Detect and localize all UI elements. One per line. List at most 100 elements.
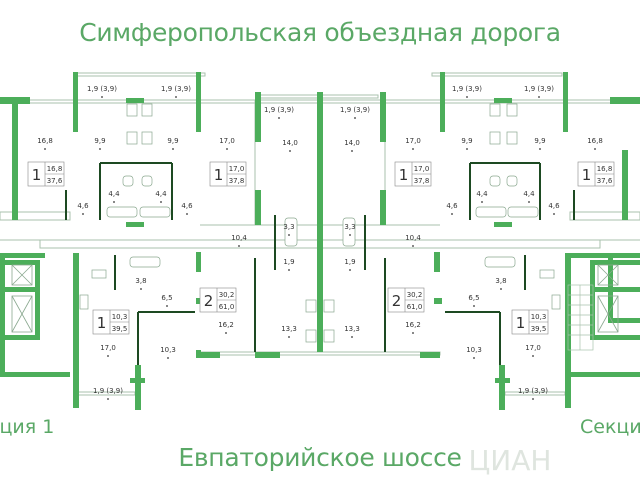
apartment-living-area: 16,8 (47, 165, 63, 173)
room-center-dot (44, 148, 46, 150)
room-center-dot (466, 148, 468, 150)
room-area-t-bal-3: 1,9 (3,9) (264, 106, 294, 114)
apartment-rooms: 1 (97, 314, 107, 332)
room-area-t-hall-c: 4,6 (446, 202, 458, 210)
room-area-b-room-e: 10,3 (466, 346, 482, 354)
room-center-dot (473, 305, 475, 307)
apartment-rooms: 1 (32, 166, 42, 184)
section-label-left: кция 1 (0, 416, 55, 438)
apartment-total-area: 61,0 (407, 303, 423, 311)
apartment-total-area: 39,5 (531, 325, 547, 333)
room-area-t-bath-d: 4,4 (523, 190, 535, 198)
room-center-dot (166, 305, 168, 307)
apartment-total-area: 37,8 (414, 177, 430, 185)
room-center-dot (107, 355, 109, 357)
room-area-t-hall-b: 4,6 (181, 202, 193, 210)
room-area-b-kit-c: 13,3 (281, 325, 297, 333)
room-center-dot (412, 245, 414, 247)
room-area-t-room-b: 17,0 (219, 137, 235, 145)
room-center-dot (288, 269, 290, 271)
apartment-badge[interactable]: 2 30,2 61,0 (387, 287, 425, 313)
apartment-rooms: 2 (392, 292, 402, 310)
room-center-dot (160, 201, 162, 203)
road-label-top: Симферопольская объездная дорога (79, 18, 561, 47)
room-center-dot (107, 398, 109, 400)
room-area-b-room-d: 16,2 (405, 321, 421, 329)
room-center-dot (528, 201, 530, 203)
apartment-total-area: 37,6 (597, 177, 613, 185)
room-area-c-bath-a: 3,3 (283, 223, 294, 231)
room-area-t-bath-b: 4,4 (155, 190, 167, 198)
apartment-badge[interactable]: 1 16,8 37,6 (27, 161, 65, 187)
apartment-living-area: 17,0 (229, 165, 245, 173)
room-center-dot (532, 398, 534, 400)
room-center-dot (481, 201, 483, 203)
road-label-bottom: Евпаторийское шоссе (178, 443, 462, 472)
room-center-dot (553, 213, 555, 215)
room-center-dot (351, 336, 353, 338)
apartment-rooms: 1 (516, 314, 526, 332)
room-area-b-bal-a: 1,9 (3,9) (93, 387, 123, 395)
room-center-dot (532, 355, 534, 357)
room-center-dot (288, 336, 290, 338)
room-area-t-bath-c: 4,4 (476, 190, 488, 198)
apartment-badge[interactable]: 1 10,3 39,5 (92, 309, 130, 335)
section-label-right: Секци (580, 416, 640, 438)
room-center-dot (466, 96, 468, 98)
room-center-dot (278, 117, 280, 119)
room-area-b-hall-b: 6,5 (468, 294, 479, 302)
room-center-dot (175, 96, 177, 98)
room-center-dot (412, 148, 414, 150)
room-area-b-bath-b: 3,8 (495, 277, 506, 285)
room-area-b-room-f: 17,0 (525, 344, 541, 352)
room-area-t-kit-a: 9,9 (94, 137, 105, 145)
apartment-living-area: 30,2 (219, 291, 235, 299)
apartment-total-area: 39,5 (112, 325, 128, 333)
room-center-dot (167, 357, 169, 359)
room-center-dot (172, 148, 174, 150)
staircase (567, 284, 594, 351)
room-area-t-kit-d: 9,9 (534, 137, 545, 145)
room-area-t-bath-a: 4,4 (108, 190, 120, 198)
room-area-c-bath-b: 3,3 (344, 223, 355, 231)
room-area-b-room-b: 10,3 (160, 346, 176, 354)
room-center-dot (140, 288, 142, 290)
apartment-rooms: 1 (214, 166, 224, 184)
room-area-c-wc-a: 1,9 (283, 258, 294, 266)
room-center-dot (354, 117, 356, 119)
apartment-living-area: 10,3 (531, 313, 547, 321)
room-center-dot (500, 288, 502, 290)
apartment-total-area: 61,0 (219, 303, 235, 311)
room-center-dot (451, 213, 453, 215)
apartment-living-area: 30,2 (407, 291, 423, 299)
room-area-t-room-f: 16,8 (587, 137, 603, 145)
room-center-dot (538, 96, 540, 98)
room-area-t-bal-6: 1,9 (3,9) (524, 85, 554, 93)
room-center-dot (412, 332, 414, 334)
watermark: ЦИАН (469, 444, 552, 477)
apartment-rooms: 2 (204, 292, 214, 310)
room-area-b-bal-b: 1,9 (3,9) (518, 387, 548, 395)
elevator-shafts (11, 264, 619, 333)
room-center-dot (101, 96, 103, 98)
apartment-total-area: 37,6 (47, 177, 63, 185)
room-area-b-bath-a: 3,8 (135, 277, 146, 285)
room-center-dot (539, 148, 541, 150)
exterior-walls (0, 72, 640, 410)
apartment-badge[interactable]: 2 30,2 61,0 (199, 287, 237, 313)
room-area-t-room-c: 14,0 (282, 139, 298, 147)
room-center-dot (289, 150, 291, 152)
room-area-labels: 1,9 (3,9)1,9 (3,9)1,9 (3,9)1,9 (3,9)1,9 … (37, 85, 603, 400)
room-center-dot (288, 234, 290, 236)
room-center-dot (225, 332, 227, 334)
room-area-t-room-e: 17,0 (405, 137, 421, 145)
apartment-badge[interactable]: 1 10,3 39,5 (511, 309, 549, 335)
room-area-c-hall-a: 10,4 (231, 234, 247, 242)
room-area-t-room-a: 16,8 (37, 137, 53, 145)
room-area-t-kit-b: 9,9 (167, 137, 178, 145)
apartment-living-area: 10,3 (112, 313, 128, 321)
